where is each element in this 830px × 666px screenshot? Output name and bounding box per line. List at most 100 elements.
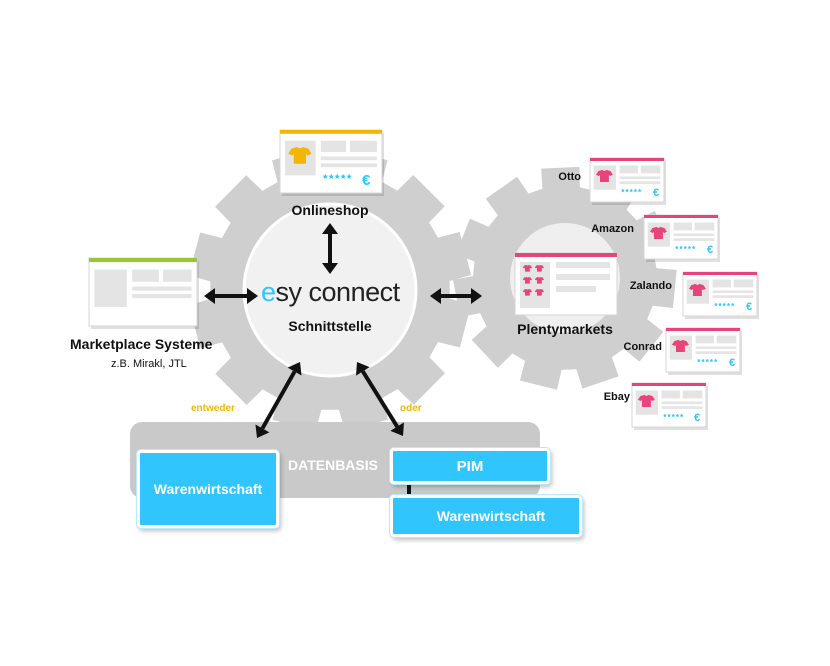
star-icon <box>340 173 346 179</box>
card-block <box>320 140 347 153</box>
card-block <box>716 335 737 344</box>
tshirt-icon <box>522 265 533 272</box>
hub-subtitle: Schnittstelle <box>288 318 372 334</box>
warenwirtschaft-box-left: Warenwirtschaft <box>137 450 279 528</box>
card-line <box>673 238 715 241</box>
star-icon <box>713 358 718 363</box>
tshirt-icon <box>522 289 533 296</box>
arrow-shaft <box>361 370 399 428</box>
arrow-entweder <box>255 362 302 438</box>
pim-box: PIM <box>390 448 550 484</box>
star-icon <box>709 358 714 363</box>
star-icon <box>322 173 328 179</box>
onlineshop-card <box>279 129 384 196</box>
marketplace-label: Marketplace Systeme <box>70 336 213 352</box>
tshirt-icon <box>649 226 667 239</box>
star-icon <box>687 245 692 250</box>
card-topbar <box>280 130 382 134</box>
card-topbar <box>590 158 664 161</box>
star-icon <box>730 302 735 307</box>
arrow-head <box>255 424 270 438</box>
tshirt-icon <box>688 283 706 296</box>
ebay-card <box>631 382 708 430</box>
arrow-head <box>430 288 441 304</box>
marketplace-name-conrad: Conrad <box>623 341 663 353</box>
card-topbar <box>644 215 718 218</box>
card-block <box>619 165 638 174</box>
card-line <box>661 401 703 405</box>
arrow-head <box>390 422 404 436</box>
plentymarkets-card <box>514 252 618 316</box>
star-icon <box>701 358 705 363</box>
star-icon <box>346 173 352 179</box>
star-icon <box>621 188 625 193</box>
card-block <box>682 390 703 399</box>
rating-stars <box>714 302 735 307</box>
card-topbar <box>515 253 617 257</box>
arrow-head <box>322 263 338 274</box>
star-icon <box>679 245 683 250</box>
tshirt-icon <box>671 339 689 352</box>
card-topbar <box>666 328 740 331</box>
plentymarkets-label: Plentymarkets <box>517 321 613 337</box>
zalando-card <box>682 271 759 319</box>
logo-prefix: e <box>261 277 276 307</box>
marketplace-sublabel: z.B. Mirakl, JTL <box>111 358 187 370</box>
card-topbar <box>632 383 706 386</box>
star-icon <box>726 302 731 307</box>
star-icon <box>671 413 676 418</box>
star-icon <box>691 245 696 250</box>
amazon-card <box>643 214 720 262</box>
rating-stars <box>621 188 642 193</box>
card-line <box>619 181 661 184</box>
arrow-marketplace <box>204 288 258 304</box>
rating-stars <box>697 358 718 363</box>
either-label: entweder <box>191 403 235 414</box>
marketplace-name-ebay: Ebay <box>603 391 630 403</box>
arrow-onlineshop <box>322 223 338 274</box>
star-icon <box>667 413 671 418</box>
tshirt-icon <box>595 169 613 182</box>
card-image-area <box>520 262 550 308</box>
card-line <box>132 286 192 291</box>
card-line <box>320 163 377 168</box>
datenbasis-label: DATENBASIS <box>288 457 378 473</box>
card-block <box>695 335 714 344</box>
marketplace-card <box>88 257 199 329</box>
card-line <box>695 346 737 350</box>
rating-stars <box>663 413 684 418</box>
star-icon <box>683 245 688 250</box>
tshirt-icon <box>288 147 312 164</box>
card-image-area <box>94 269 127 307</box>
main-gear-hub <box>242 202 418 378</box>
star-icon <box>722 302 727 307</box>
star-icon <box>718 302 722 307</box>
card-line <box>712 295 754 298</box>
amazon-price-symbol: € <box>707 244 714 256</box>
arrow-head <box>287 362 302 376</box>
tshirt-icon <box>534 289 545 296</box>
card-block <box>733 279 754 288</box>
marketplace-name-amazon: Amazon <box>591 223 634 235</box>
star-icon <box>705 358 710 363</box>
card-line <box>673 233 715 237</box>
conrad-price-symbol: € <box>729 357 736 369</box>
arrow-oder <box>356 362 404 436</box>
marketplace-name-otto: Otto <box>558 171 581 183</box>
star-icon <box>334 173 340 179</box>
otto-card <box>589 157 666 205</box>
onlineshop-price-symbol: € <box>362 172 371 189</box>
card-line <box>320 156 377 161</box>
star-icon <box>714 302 718 307</box>
conrad-card <box>665 327 742 375</box>
star-icon <box>663 413 667 418</box>
card-topbar <box>89 258 197 263</box>
star-icon <box>697 358 701 363</box>
onlineshop-label: Onlineshop <box>291 202 369 218</box>
star-icon <box>679 413 684 418</box>
card-line <box>132 294 192 299</box>
arrow-head <box>356 362 370 376</box>
card-topbar <box>683 272 757 275</box>
